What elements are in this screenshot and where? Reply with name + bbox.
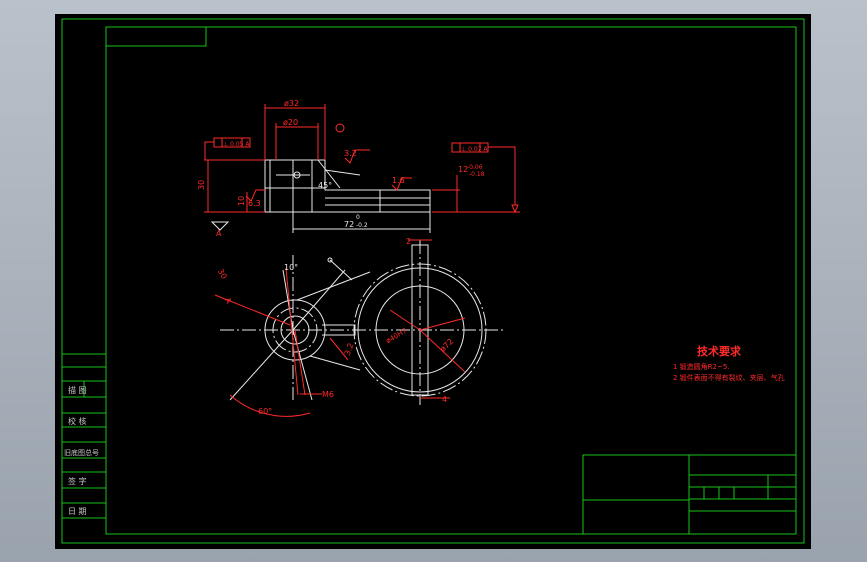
dim-12-tol2: -0.18 <box>469 171 485 178</box>
dim-30: 30 <box>197 180 206 190</box>
roughness-1: 3.2 <box>344 149 357 158</box>
tech-req-item-2: 2 锻件表面不得有裂纹、夹层、气孔 <box>673 373 785 382</box>
roughness-2: 1.6 <box>392 176 405 185</box>
side-row-3: 旧底图总号 <box>64 448 99 457</box>
inner-border <box>105 26 797 535</box>
dim-d32: ø32 <box>284 99 299 108</box>
dim-12-tol: -0.06 <box>467 164 483 171</box>
side-row-1: 描 图 <box>68 385 87 395</box>
dim-72-tol-upper: 0 <box>356 214 360 221</box>
code-box <box>105 26 207 47</box>
datum-a-plan: A <box>223 296 234 306</box>
side-row-5: 日 期 <box>68 507 87 516</box>
roughness-4: 3.2 <box>343 342 356 357</box>
dim-4: 4 <box>442 395 447 404</box>
dim-d72-circle: ø72 <box>438 337 455 354</box>
dim-30-arc: 30 <box>216 267 229 280</box>
datum-a: A <box>216 229 222 238</box>
tech-req-title: 技术要求 <box>697 344 742 358</box>
dim-45deg: 45° <box>318 181 332 190</box>
angle-60: 60° <box>258 407 272 416</box>
side-row-4: 签 字 <box>68 476 87 486</box>
angle-10: 10° <box>284 263 298 272</box>
dim-2: 2 <box>406 237 411 246</box>
tech-req-item-1: 1 锻造圆角R2~5. <box>673 362 730 371</box>
dim-m6: M6 <box>322 390 334 399</box>
tolerance-box-1: ⊥ 0.05 A <box>223 141 250 148</box>
plan-view: 30 10° 60° M6 ø72 ø40H7 2 4 3.2 A <box>214 237 505 417</box>
roughness-3: 6.3 <box>248 199 261 208</box>
outer-border <box>61 18 805 544</box>
dim-10: 10 <box>237 196 246 206</box>
side-row-2: 校 核 <box>68 416 87 426</box>
title-block <box>582 454 797 535</box>
dim-72-tol: -0.2 <box>356 222 368 229</box>
dim-d20: ø20 <box>283 118 298 127</box>
side-table: 描 图 校 核 旧底图总号 签 字 日 期 <box>62 353 106 519</box>
drawing-sheet <box>55 14 811 549</box>
section-view: 3.2 1.6 6.3 ø32 ø20 30 10 ⊥ 0.05 A ⊥ 0.0… <box>197 99 520 238</box>
dim-12: 12 <box>458 165 468 174</box>
tolerance-box-2: ⊥ 0.07 A <box>461 146 488 153</box>
dim-72: 72 <box>344 220 354 229</box>
